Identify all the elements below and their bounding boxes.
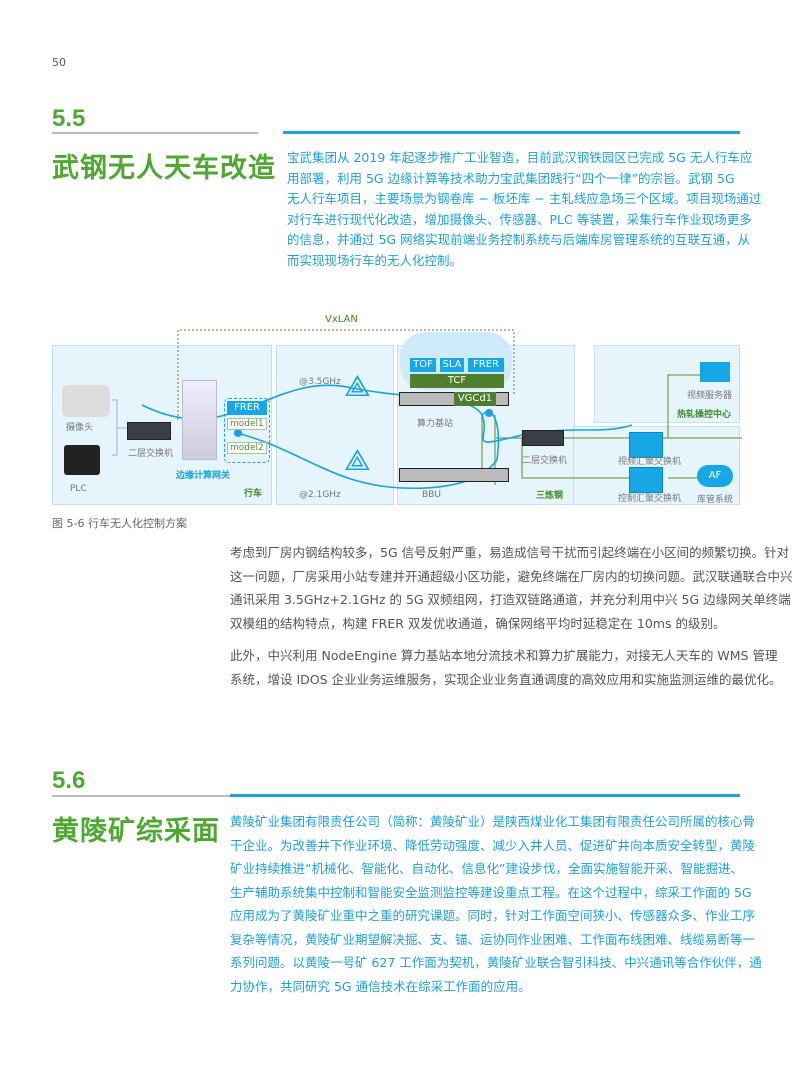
- section-number: 5.6: [52, 767, 86, 794]
- text-line: 双模组的结构特点，构建 FRER 双发优收通道，确保网络平均时延稳定在 10ms…: [230, 615, 726, 631]
- sanlian-label: 三炼钢: [536, 491, 564, 501]
- divider: [52, 795, 258, 797]
- freq-label: @3.5GHz: [299, 377, 341, 387]
- text-line: 这一问题，厂房采用小站专建并开通超级小区功能，避免终端在厂房内的切换问题。武汉联…: [230, 568, 793, 584]
- frer-tag: FRER: [468, 358, 504, 372]
- network-diagram: VxLAN 摄像头 PLC 二层交换机 FRER model1 model2 边…: [52, 310, 742, 510]
- section-number: 5.5: [52, 105, 86, 132]
- video-agg-label: 视频汇聚交换机: [618, 457, 682, 467]
- model2-tag: model2: [227, 442, 267, 454]
- video-server-icon: [700, 362, 730, 382]
- text-line: 干企业。为改善井下作业环境、降低劳动强度、减少入井人员、促进矿井向本质安全转型，…: [230, 837, 756, 853]
- ctrl-agg-label: 控制汇聚交换机: [618, 494, 682, 504]
- divider: [283, 131, 740, 134]
- page-number: 50: [52, 56, 66, 69]
- text-line: 宝武集团从 2019 年起逐步推广工业智造，目前武汉钢铁园区已完成 5G 无人行…: [287, 150, 753, 165]
- hot-rolling-panel: [594, 345, 740, 423]
- gateway-modules: [224, 398, 270, 463]
- edge-gateway-label: 边缘计算网关: [176, 471, 231, 481]
- radio-panel: [276, 345, 394, 505]
- bbu-label: BBU: [422, 490, 441, 500]
- body-paragraph: 此外，中兴利用 NodeEngine 算力基站本地分流技术和算力扩展能力，对接无…: [230, 644, 782, 691]
- text-line: 复杂等情况，黄陵矿业期望解决掘、支、锚、运协同作业困难、工作面布线困难、线缆易断…: [230, 931, 756, 947]
- switch-icon: [522, 430, 564, 446]
- tof-tag: TOF: [410, 358, 436, 372]
- intro-paragraph: 宝武集团从 2019 年起逐步推广工业智造，目前武汉钢铁园区已完成 5G 无人行…: [287, 148, 762, 271]
- camera-icon: [62, 385, 110, 417]
- switch-label: 二层交换机: [522, 456, 568, 466]
- switch-icon: [127, 422, 171, 440]
- hot-rolling-label: 热轧操控中心: [677, 410, 732, 420]
- body-paragraph: 考虑到厂房内钢结构较多，5G 信号反射严重，易造成信号干扰而引起终端在小区间的频…: [230, 541, 793, 635]
- figure-caption: 图 5-6 行车无人化控制方案: [52, 517, 187, 530]
- section-title: 黄陵矿综采面: [52, 816, 220, 847]
- crane-label: 行车: [244, 489, 263, 499]
- camera-label: 摄像头: [66, 423, 94, 433]
- intro-paragraph: 黄陵矿业集团有限责任公司（简称：黄陵矿业）是陕西煤业化工集团有限责任公司所属的核…: [230, 810, 762, 998]
- text-line: 对行车进行现代化改造，增加摄像头、传感器、PLC 等装置，采集行车作业现场更多: [287, 211, 752, 227]
- plc-icon: [64, 445, 100, 475]
- video-server-label: 视频服务器: [687, 391, 733, 401]
- ctrl-agg-switch-icon: [629, 467, 663, 493]
- switch-label: 二层交换机: [128, 449, 174, 459]
- bbu-device: [399, 468, 509, 482]
- text-line: 应用成为了黄陵矿业重中之重的研究课题。同时，针对工作面空间狭小、传感器众多、作业…: [230, 908, 756, 923]
- text-line: 用部署，利用 5G 边缘计算等技术助力宝武集团践行“四个一律”的宗旨。武钢 5G: [287, 170, 735, 186]
- section-title: 武钢无人天车改造: [52, 153, 276, 184]
- tcf-tag: TCF: [410, 374, 504, 388]
- frer-tag: FRER: [227, 401, 267, 415]
- text-line: 系统，增设 IDOS 企业业务运维服务，实现企业业务直通调度的高效应用和实施监测…: [230, 671, 782, 687]
- text-line: 生产辅助系统集中控制和智能安全监测监控等建设重点工程。在这个过程中，综采工作面的…: [230, 884, 752, 900]
- text-line: 考虑到厂房内钢结构较多，5G 信号反射严重，易造成信号干扰而引起终端在小区间的频…: [230, 545, 790, 560]
- text-line: 力协作，共同研究 5G 通信技术在综采工作面的应用。: [230, 978, 531, 994]
- text-line: 的信息，并通过 5G 网络实现前端业务控制系统与后端库房管理系统的互联互通，从: [287, 232, 751, 247]
- tower-icon: ⟁: [344, 369, 371, 404]
- divider: [52, 132, 258, 134]
- text-line: 矿业持续推进“机械化、智能化、自动化、信息化”建设步伐，全面实施智能开采、智能掘…: [230, 861, 743, 876]
- freq-label: @2.1GHz: [299, 490, 341, 500]
- divider: [230, 794, 740, 797]
- sla-tag: SLA: [440, 358, 464, 372]
- tower-icon: ⟁: [344, 443, 371, 478]
- compute-bs-label: 算力基站: [417, 419, 454, 429]
- edge-gateway-icon: [182, 380, 217, 460]
- model1-tag: model1: [227, 418, 267, 430]
- text-line: 无人行车项目，主要场景为钢卷库 − 板坯库 − 主轧线应急场三个区域。项目现场通…: [287, 191, 762, 206]
- text-line: 而实现现场行车的无人化控制。: [287, 252, 463, 268]
- video-agg-switch-icon: [629, 432, 663, 458]
- warehouse-label: 库管系统: [697, 495, 734, 505]
- text-line: 黄陵矿业集团有限责任公司（简称：黄陵矿业）是陕西煤业化工集团有限责任公司所属的核…: [230, 814, 756, 829]
- af-cloud-icon: AF: [697, 465, 733, 487]
- text-line: 通讯采用 3.5GHz+2.1GHz 的 5G 双频组网，打造双链路通道，并充分…: [230, 592, 791, 607]
- plc-label: PLC: [70, 484, 87, 494]
- vxlan-label: VxLAN: [325, 314, 358, 325]
- text-line: 系列问题。以黄陵一号矿 627 工作面为契机，黄陵矿业联合智引科技、中兴通讯等合…: [230, 955, 762, 970]
- vgcd1-tag: VGCd1: [454, 392, 496, 406]
- text-line: 此外，中兴利用 NodeEngine 算力基站本地分流技术和算力扩展能力，对接无…: [230, 648, 778, 663]
